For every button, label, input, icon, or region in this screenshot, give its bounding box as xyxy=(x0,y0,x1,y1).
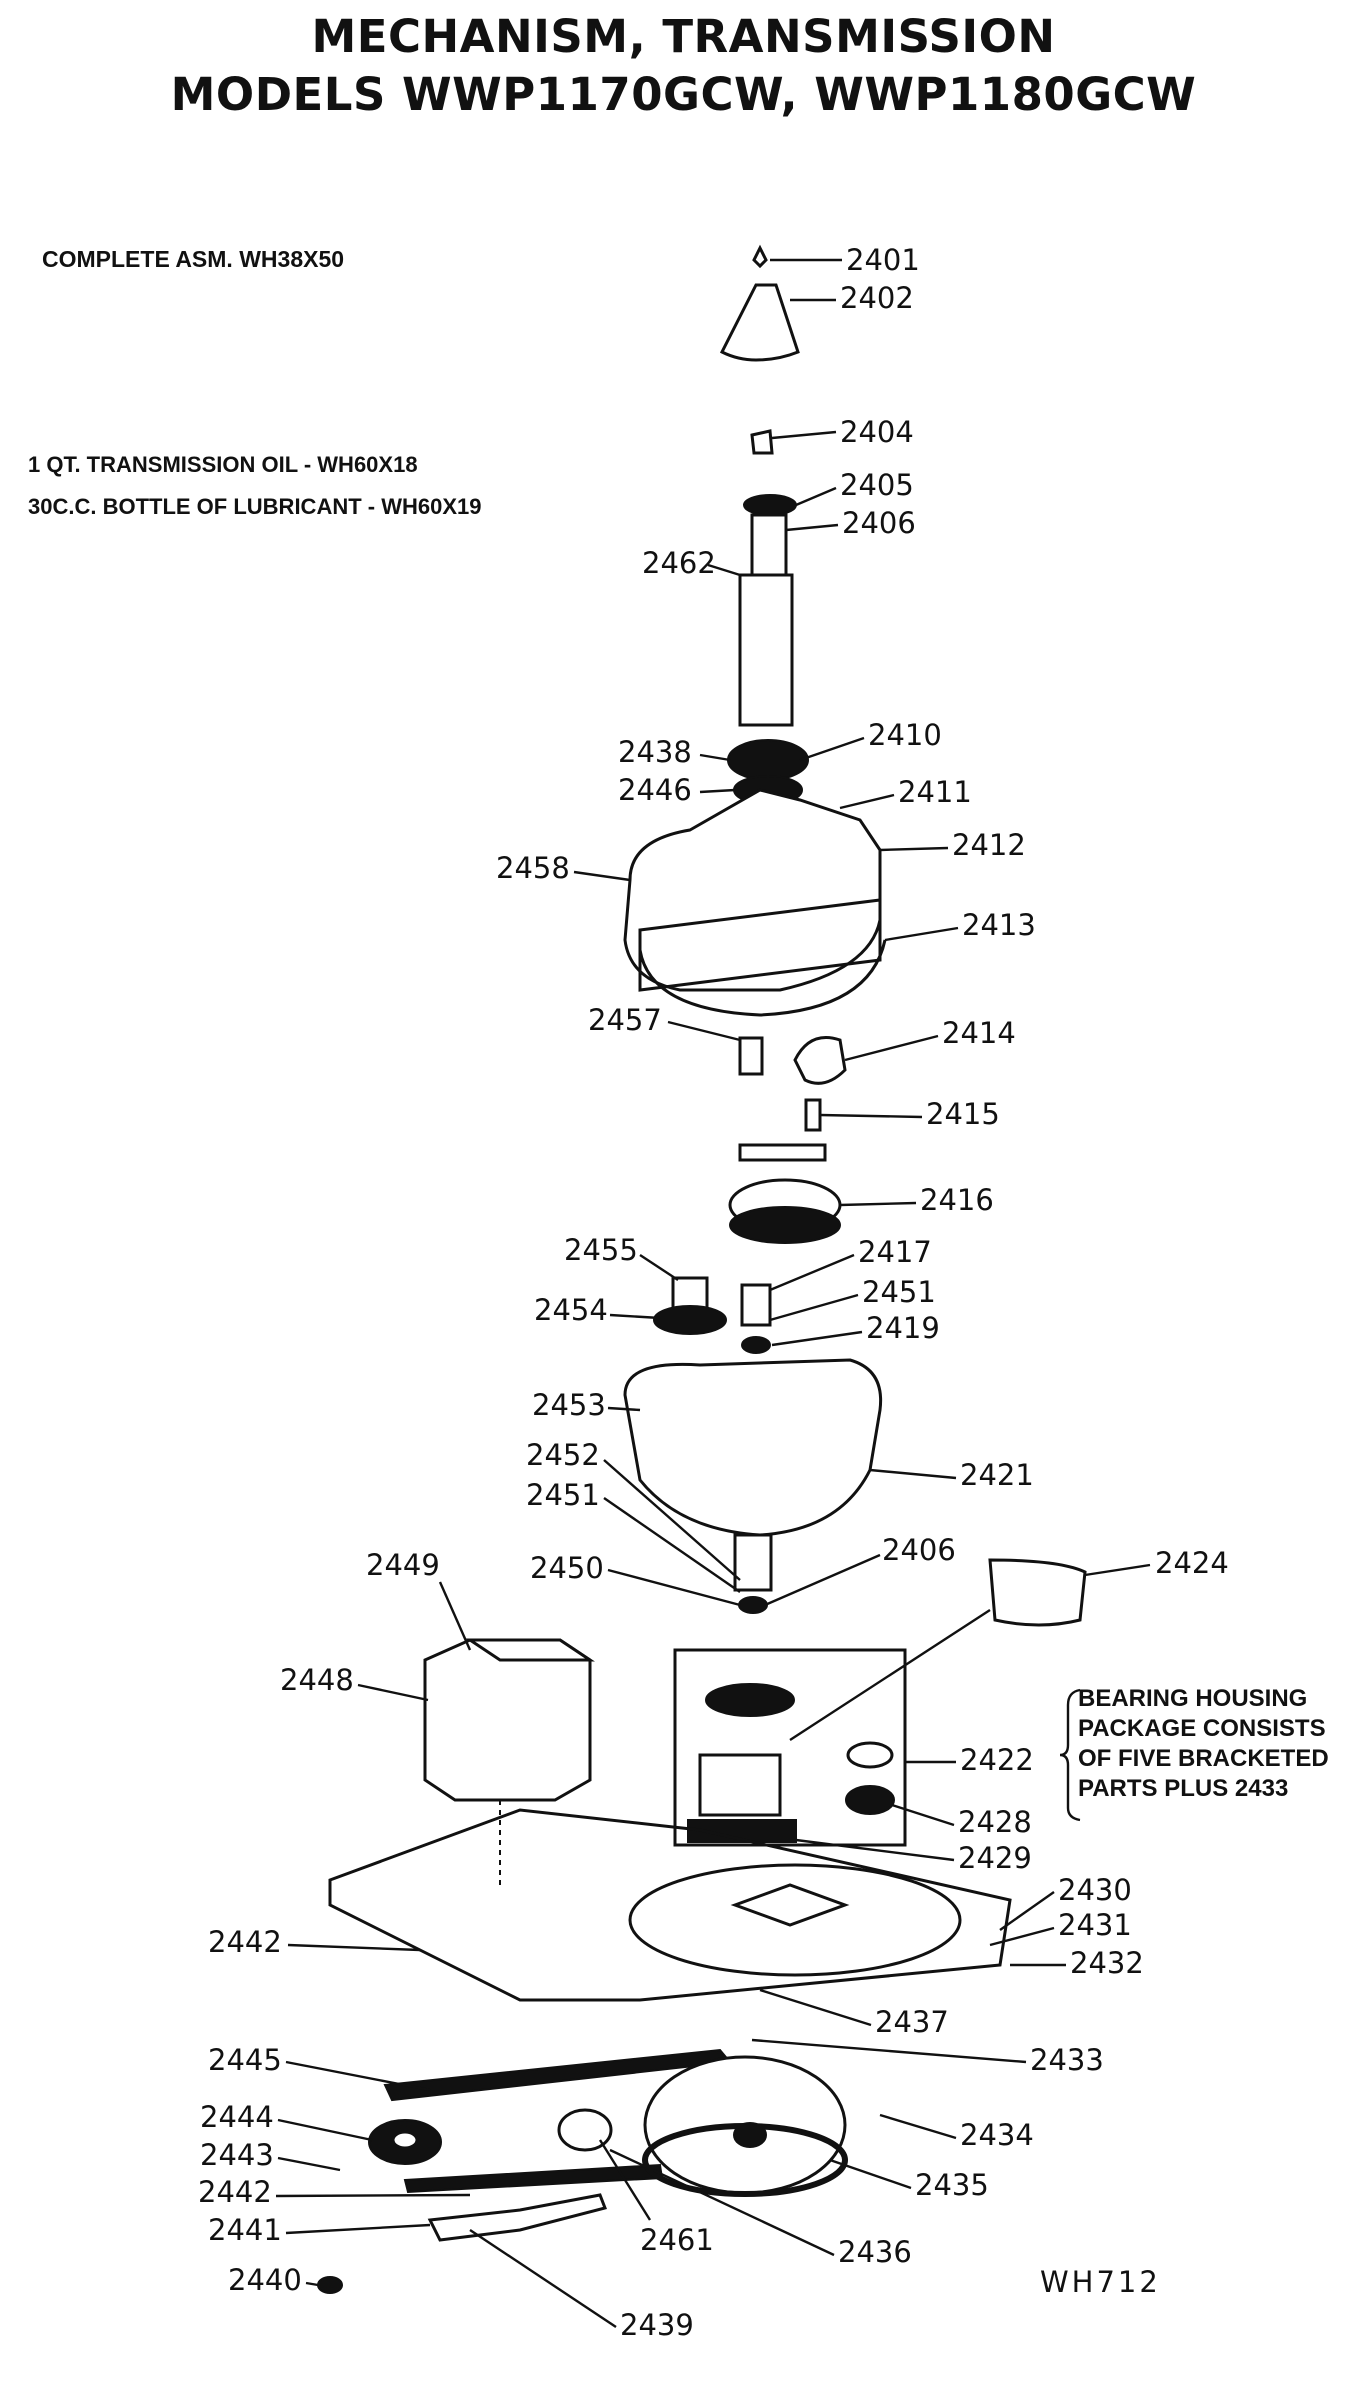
bearing-parts-box xyxy=(673,1558,1087,1847)
callout-2442-top: 2442 xyxy=(208,1925,282,1959)
base-plate xyxy=(328,1808,1012,2002)
callout-2433: 2433 xyxy=(1030,2043,1104,2077)
drive-pulleys xyxy=(317,2048,848,2294)
bearing-note-line-1: BEARING HOUSING xyxy=(1078,1685,1308,1712)
callout-2410: 2410 xyxy=(868,718,942,752)
callout-2462: 2462 xyxy=(642,546,716,580)
callout-2449: 2449 xyxy=(366,1548,440,1582)
callout-2428: 2428 xyxy=(958,1805,1032,1839)
callout-2455: 2455 xyxy=(564,1233,638,1267)
bearing-note-line-4: PARTS PLUS 2433 xyxy=(1078,1775,1289,1802)
callout-2452: 2452 xyxy=(526,1438,600,1472)
callout-2435: 2435 xyxy=(915,2168,989,2202)
callout-2419: 2419 xyxy=(866,1311,940,1345)
bearing-note-line-3: OF FIVE BRACKETED xyxy=(1078,1745,1329,1772)
lubricant-note: 30C.C. BOTTLE OF LUBRICANT - WH60X19 xyxy=(28,494,482,519)
callout-2446: 2446 xyxy=(618,773,692,807)
lower-housing xyxy=(623,1358,883,1614)
callout-2451-top: 2451 xyxy=(862,1275,936,1309)
callout-2430: 2430 xyxy=(1058,1873,1132,1907)
shaft-assembly xyxy=(719,244,809,805)
callout-2445: 2445 xyxy=(208,2043,282,2077)
diagram-code: WH712 xyxy=(1040,2265,1161,2299)
callout-2415: 2415 xyxy=(926,1097,1000,1131)
callout-2424: 2424 xyxy=(1155,1546,1229,1580)
callout-2429: 2429 xyxy=(958,1841,1032,1875)
callout-2402: 2402 xyxy=(840,281,914,315)
callout-2405: 2405 xyxy=(840,468,914,502)
callout-2414: 2414 xyxy=(942,1016,1016,1050)
diagram-title: MECHANISM, TRANSMISSION MODELS WWP1170GC… xyxy=(0,8,1367,124)
callout-2422: 2422 xyxy=(960,1743,1034,1777)
callout-2441: 2441 xyxy=(208,2213,282,2247)
transmission-oil-note: 1 QT. TRANSMISSION OIL - WH60X18 xyxy=(28,452,418,477)
callout-2444: 2444 xyxy=(200,2100,274,2134)
upper-housing xyxy=(623,788,887,1017)
callout-2461: 2461 xyxy=(640,2223,714,2257)
callout-2436: 2436 xyxy=(838,2235,912,2269)
callout-2453: 2453 xyxy=(532,1388,606,1422)
callout-2417: 2417 xyxy=(858,1235,932,1269)
callout-2401: 2401 xyxy=(846,243,920,277)
callout-2457: 2457 xyxy=(588,1003,662,1037)
gear-parts xyxy=(653,1036,847,1354)
callout-2440: 2440 xyxy=(228,2263,302,2297)
callout-2412: 2412 xyxy=(952,828,1026,862)
callout-2439: 2439 xyxy=(620,2308,694,2342)
callout-2431: 2431 xyxy=(1058,1908,1132,1942)
callout-2406-bottom: 2406 xyxy=(882,1533,956,1567)
callout-2458: 2458 xyxy=(496,851,570,885)
motor xyxy=(423,1638,595,1890)
part-callouts: 2401 2402 2404 2405 2406 2462 2410 2438 … xyxy=(198,243,1229,2342)
callout-2434: 2434 xyxy=(960,2118,1034,2152)
callout-2438: 2438 xyxy=(618,735,692,769)
complete-assembly-note: COMPLETE ASM. WH38X50 xyxy=(42,246,345,272)
callout-2404: 2404 xyxy=(840,415,914,449)
leader-lines xyxy=(275,258,1151,2328)
callout-2411: 2411 xyxy=(898,775,972,809)
callout-2416: 2416 xyxy=(920,1183,994,1217)
callout-2450: 2450 xyxy=(530,1551,604,1585)
callout-2406-top: 2406 xyxy=(842,506,916,540)
callout-2442-bottom: 2442 xyxy=(198,2175,272,2209)
bearing-bracket xyxy=(1059,1688,1081,1822)
callout-2413: 2413 xyxy=(962,908,1036,942)
title-line-1: MECHANISM, TRANSMISSION xyxy=(311,10,1056,63)
title-line-2: MODELS WWP1170GCW, WWP1180GCW xyxy=(170,68,1197,121)
callout-2451-bottom: 2451 xyxy=(526,1478,600,1512)
bearing-note-line-2: PACKAGE CONSISTS xyxy=(1078,1715,1326,1742)
callout-2443: 2443 xyxy=(200,2138,274,2172)
callout-2432: 2432 xyxy=(1070,1946,1144,1980)
callout-2421: 2421 xyxy=(960,1458,1034,1492)
callout-2454: 2454 xyxy=(534,1293,608,1327)
callout-2448: 2448 xyxy=(280,1663,354,1697)
callout-2437: 2437 xyxy=(875,2005,949,2039)
bearing-housing-note: BEARING HOUSING PACKAGE CONSISTS OF FIVE… xyxy=(1078,1684,1329,1804)
